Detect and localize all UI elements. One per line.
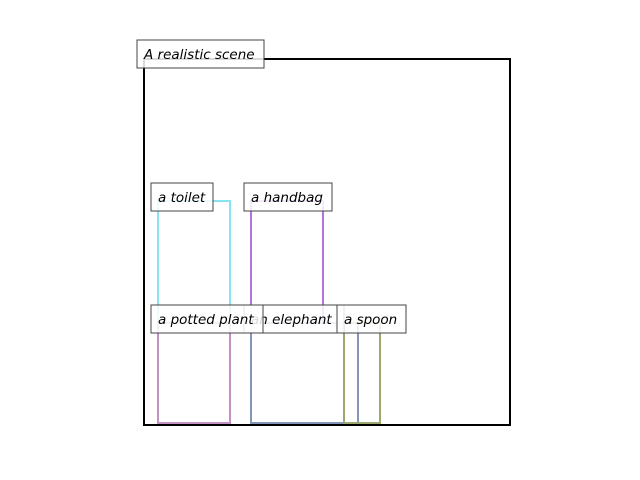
scene-label-text: A realistic scene bbox=[143, 47, 255, 63]
elephant-label-text: an elephant bbox=[251, 312, 332, 328]
handbag-label-text: a handbag bbox=[251, 190, 323, 206]
spoon-box bbox=[343, 322, 381, 424]
toilet-label-text: a toilet bbox=[158, 190, 206, 206]
spoon-label-box bbox=[336, 304, 407, 334]
potted-plant-label-text: a potted plant bbox=[158, 312, 254, 328]
elephant-box bbox=[250, 322, 359, 424]
spoon-label: a spoon bbox=[336, 304, 407, 334]
spoon-label-text: a spoon bbox=[344, 312, 397, 328]
handbag-label-box bbox=[243, 182, 333, 212]
potted-plant-label: a potted plant bbox=[150, 304, 264, 334]
scene-label: A realistic scene bbox=[136, 39, 265, 69]
toilet-label-box bbox=[150, 182, 214, 212]
scene-frame bbox=[143, 58, 511, 426]
potted-plant-box bbox=[157, 322, 231, 424]
potted-plant-label-box bbox=[150, 304, 264, 334]
handbag-label: a handbag bbox=[243, 182, 333, 212]
scene-label-box bbox=[136, 39, 265, 69]
toilet-label: a toilet bbox=[150, 182, 214, 212]
